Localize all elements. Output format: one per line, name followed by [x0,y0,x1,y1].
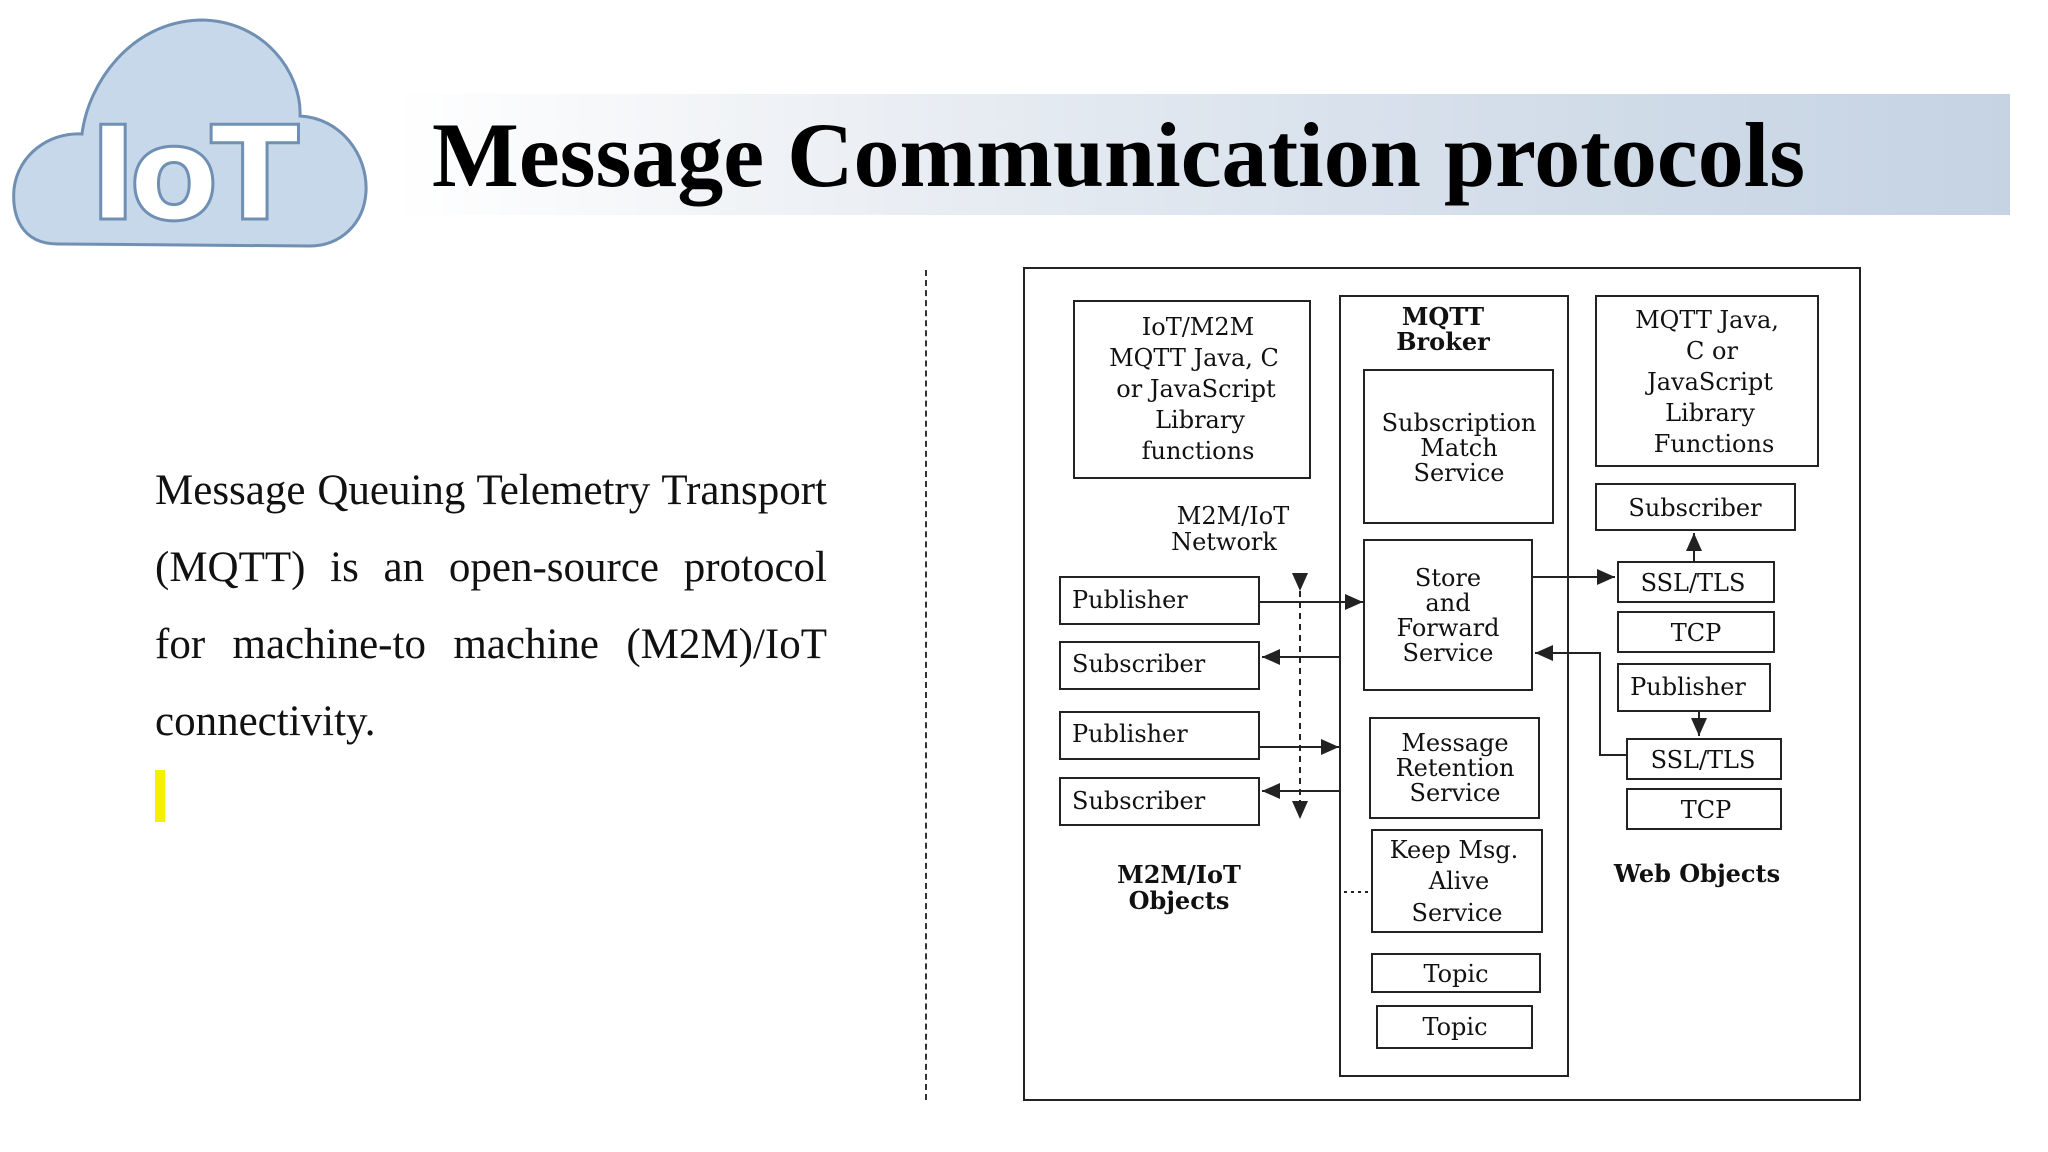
ssl-tls-box-2 [1626,738,1782,780]
iot-cloud-logo: IoT [12,18,368,252]
ssl-tls-box-1 [1617,561,1775,603]
right-library-line-1: MQTT Java, [1635,306,1779,334]
objects-label-line-2: Objects [1129,886,1230,915]
logo-text: IoT [89,98,299,250]
left-subscriber-1-label: Subscriber [1072,650,1206,678]
subscription-match-box [1363,369,1554,524]
right-subscriber-label: Subscriber [1628,494,1762,522]
broker-title-line-1: MQTT [1402,302,1484,331]
right-library-box [1595,295,1819,467]
keep-alive-box [1371,829,1543,933]
topic-2-label: Topic [1422,1013,1487,1041]
network-label-line-2: Network [1171,528,1277,556]
store-forward-box [1363,539,1533,691]
right-subscriber-box [1595,483,1796,531]
left-library-box [1073,300,1311,479]
objects-label-line-1: M2M/IoT [1117,860,1241,889]
keep-alive-line-3: Service [1412,899,1503,927]
body-paragraph: Message Queuing Telemetry Transport (MQT… [155,467,827,745]
arrow-ssl2-to-store [1535,645,1627,756]
keep-alive-line-2: Alive [1428,867,1489,895]
left-publisher-1 [1059,576,1260,625]
mqtt-architecture-diagram: IoT/M2M MQTT Java, C or JavaScript Libra… [1023,267,1861,1101]
left-subscriber-2-label: Subscriber [1072,787,1206,815]
topic-1-label: Topic [1423,960,1488,988]
tcp-box-1 [1617,611,1775,653]
right-library-line-5: Functions [1654,430,1775,458]
subscription-line-3: Service [1414,459,1505,487]
store-line-3: Forward [1397,614,1500,642]
retention-line-1: Message [1401,729,1508,757]
subscription-line-1: Subscription [1382,409,1537,437]
right-publisher-label: Publisher [1630,673,1746,701]
subscription-line-2: Match [1420,434,1497,462]
topic-box-1 [1371,953,1541,993]
keep-alive-line-1: Keep Msg. [1390,836,1519,864]
diagram-frame [1023,267,1861,1101]
left-library-line-5: functions [1142,437,1255,465]
store-line-1: Store [1415,564,1481,592]
slide-title: Message Communication protocols [432,104,1806,206]
ssl-tls-2-label: SSL/TLS [1651,746,1756,774]
title-band [395,94,2010,215]
left-subscriber-2 [1059,777,1260,826]
right-library-line-2: C or [1686,337,1738,365]
tcp-box-2 [1626,788,1782,830]
web-objects-label: Web Objects [1613,859,1780,888]
left-library-line-3: or JavaScript [1116,375,1276,403]
retention-line-2: Retention [1396,754,1515,782]
vertical-divider [925,270,927,1100]
cloud-icon [12,18,368,248]
retention-box [1369,717,1540,819]
right-publisher-box [1617,663,1771,712]
left-library-line-1: IoT/M2M [1142,313,1254,341]
text-cursor-highlight [155,770,165,822]
left-library-line-4: Library [1155,406,1245,434]
store-line-4: Service [1403,639,1494,667]
right-library-line-3: JavaScript [1644,368,1773,396]
left-publisher-2 [1059,711,1260,760]
left-library-line-2: MQTT Java, C [1109,344,1279,372]
network-label-line-1: M2M/IoT [1177,502,1289,530]
ssl-tls-1-label: SSL/TLS [1641,569,1746,597]
broker-title-line-2: Broker [1396,327,1490,356]
topic-box-2 [1376,1005,1533,1049]
left-publisher-2-label: Publisher [1072,720,1188,748]
store-line-2: and [1425,589,1470,617]
tcp-2-label: TCP [1681,796,1732,824]
right-library-line-4: Library [1665,399,1755,427]
mqtt-broker-box [1339,295,1569,1077]
retention-line-3: Service [1410,779,1501,807]
tcp-1-label: TCP [1671,619,1722,647]
left-subscriber-1 [1059,641,1260,690]
left-publisher-1-label: Publisher [1072,586,1188,614]
